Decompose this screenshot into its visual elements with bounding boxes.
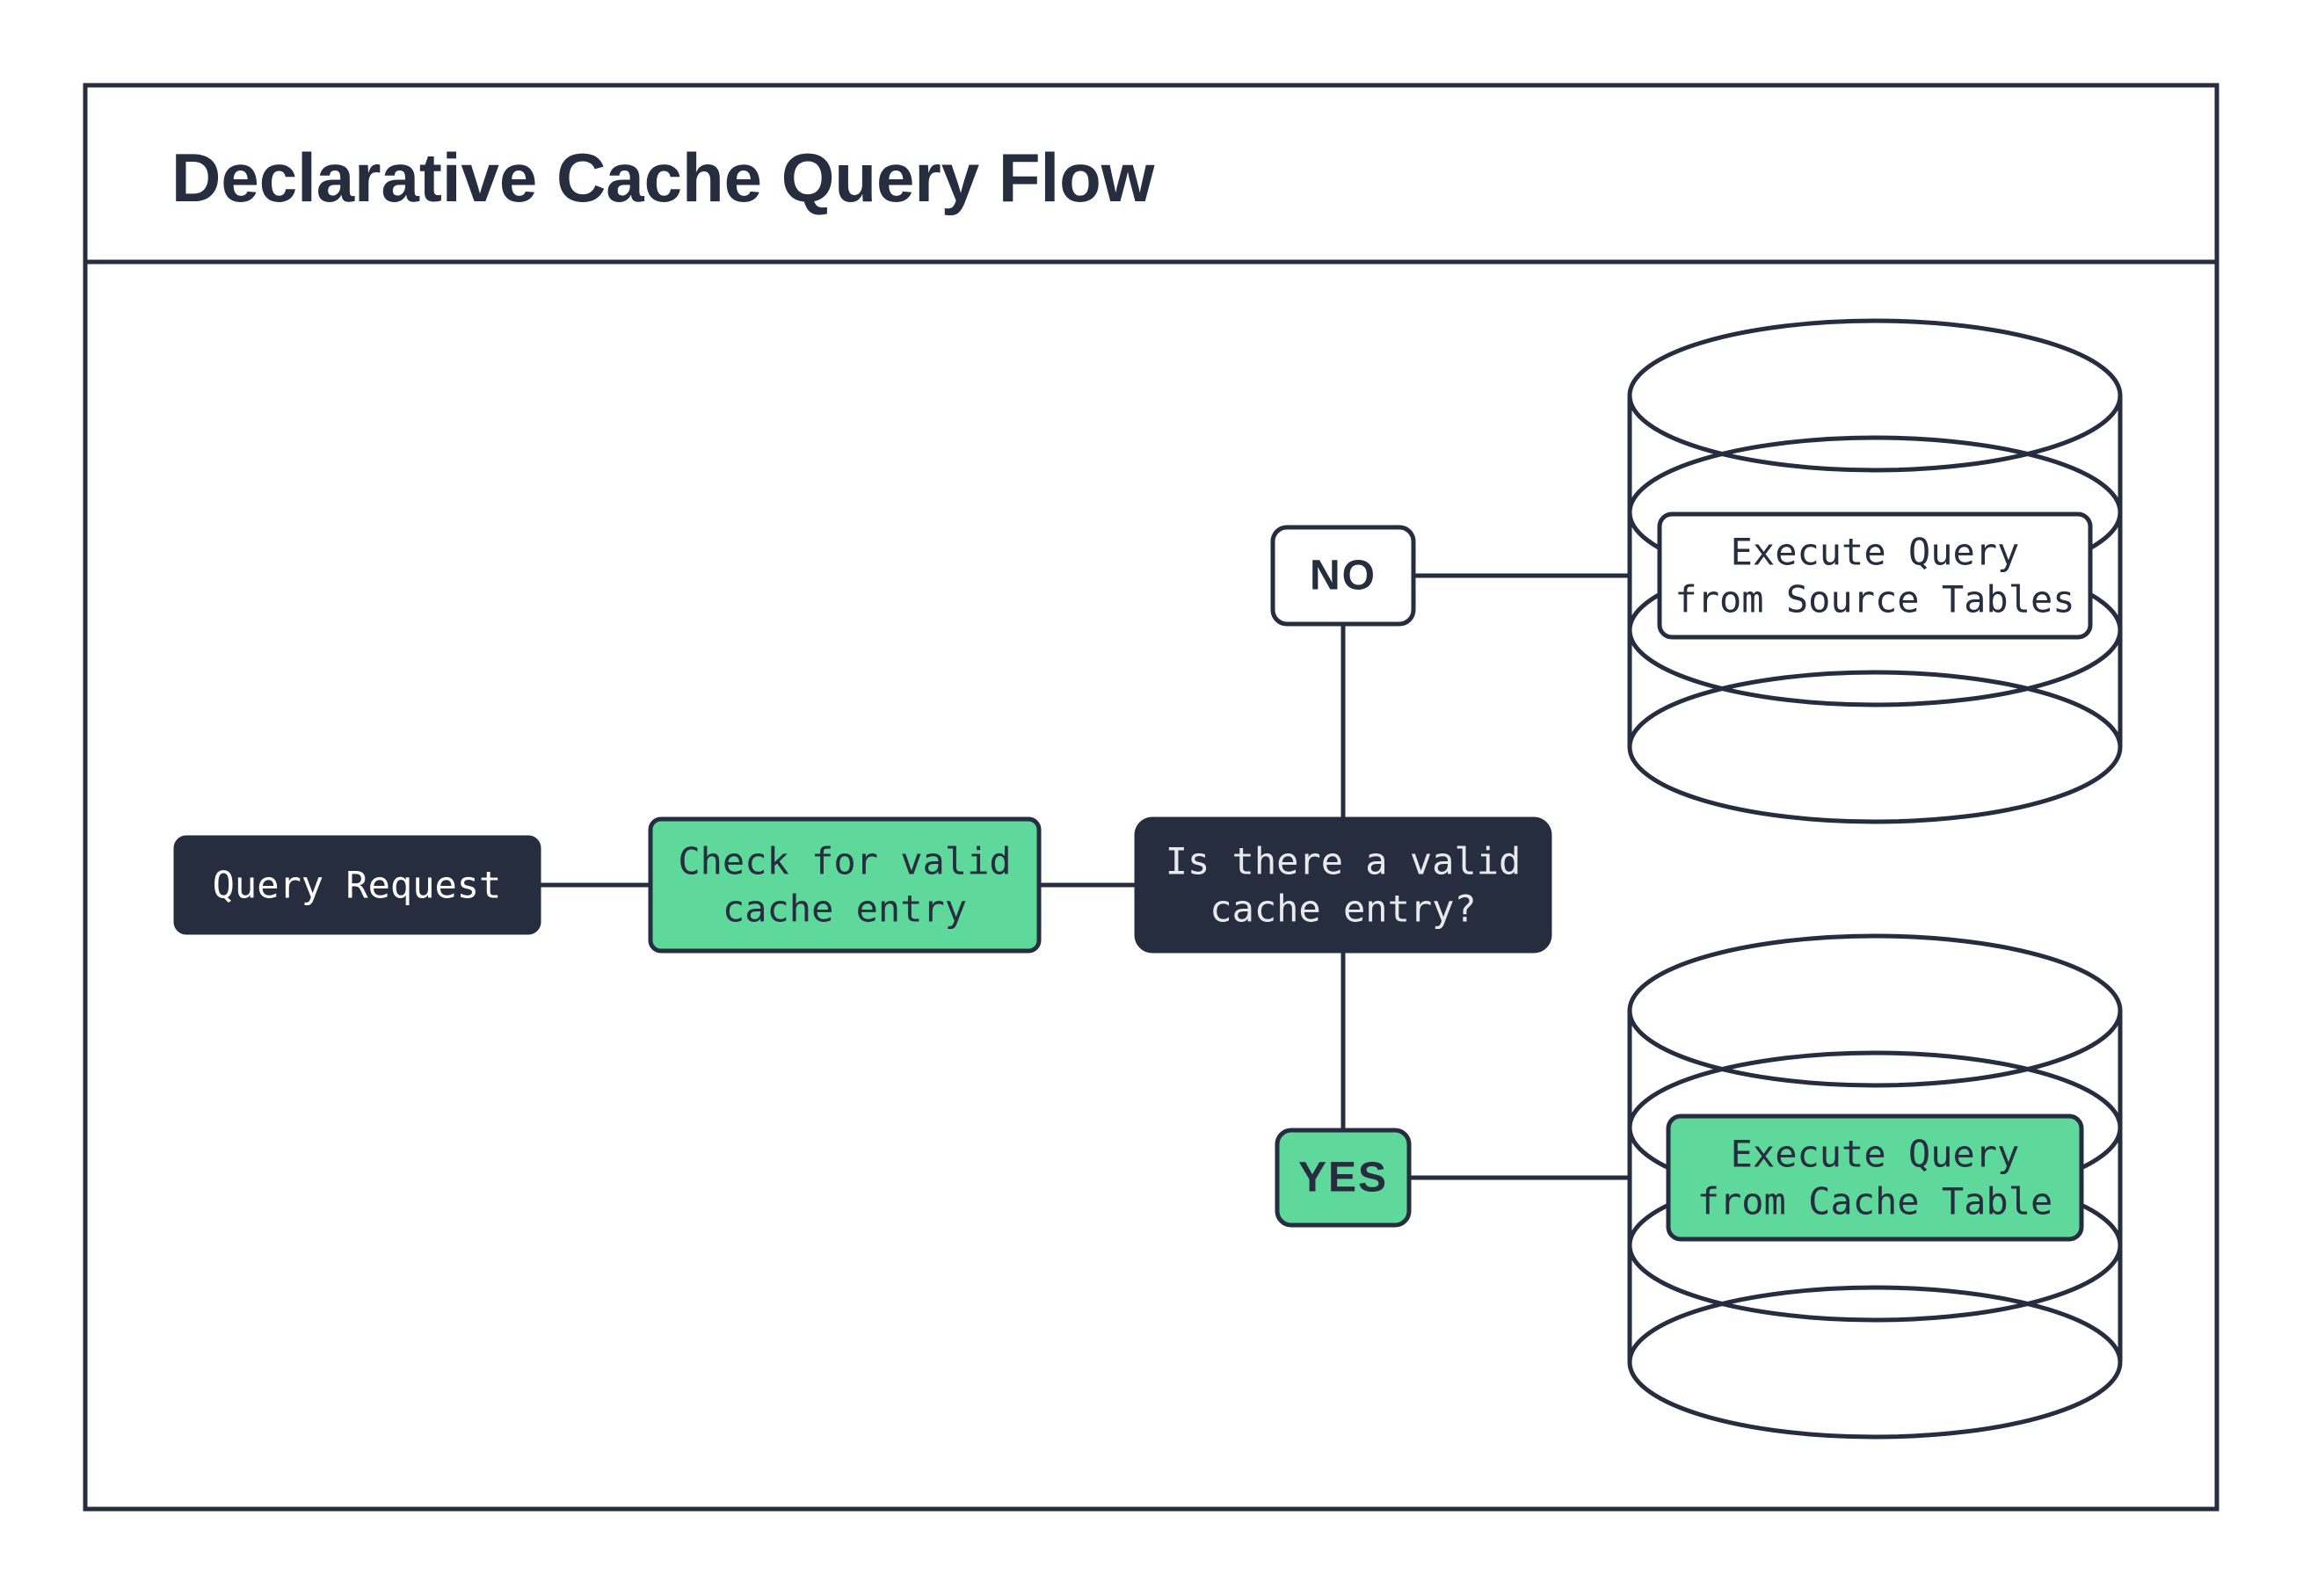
source-db-label-line1: Execute Query (1731, 531, 2020, 574)
query-request-node: Query Request (173, 835, 541, 935)
decision-label-line1: Is there a valid (1166, 840, 1522, 883)
cylinder-disk (1627, 933, 2123, 1088)
cache-db-label-line2: from Cache Table (1697, 1180, 2053, 1223)
diagram-frame (83, 83, 2219, 1512)
source-db-cylinder: Execute Query from Source Tables (1627, 318, 2123, 824)
check-cache-label-line2: cache entry (723, 888, 967, 931)
decision-node: Is there a valid cache entry? (1134, 816, 1552, 954)
cache-db-label-line1: Execute Query (1731, 1133, 2020, 1176)
source-db-label-line2: from Source Tables (1675, 578, 2074, 621)
no-branch-label: NO (1310, 553, 1377, 599)
yes-branch-label: YES (1298, 1155, 1388, 1201)
yes-branch-node: YES (1275, 1128, 1412, 1228)
diagram-title: Declarative Cache Query Flow (171, 139, 1155, 216)
decision-label-line2: cache entry? (1210, 888, 1476, 931)
cylinder-disk (1627, 1285, 2123, 1440)
query-request-box (173, 835, 541, 935)
source-db-label-box (1657, 511, 2093, 640)
cylinder-disk (1627, 318, 2123, 473)
cache-db-label-box (1666, 1114, 2084, 1242)
decision-box (1134, 816, 1552, 954)
cache-db-cylinder: Execute Query from Cache Table (1627, 933, 2123, 1440)
check-cache-box (648, 816, 1042, 954)
no-branch-node: NO (1270, 525, 1416, 627)
check-cache-label-line1: Check for valid (678, 840, 1011, 883)
yes-branch-box (1275, 1128, 1412, 1228)
cylinder-disk (1627, 670, 2123, 824)
no-branch-box (1270, 525, 1416, 627)
query-request-label: Query Request (213, 864, 502, 907)
check-cache-node: Check for valid cache entry (648, 816, 1042, 954)
